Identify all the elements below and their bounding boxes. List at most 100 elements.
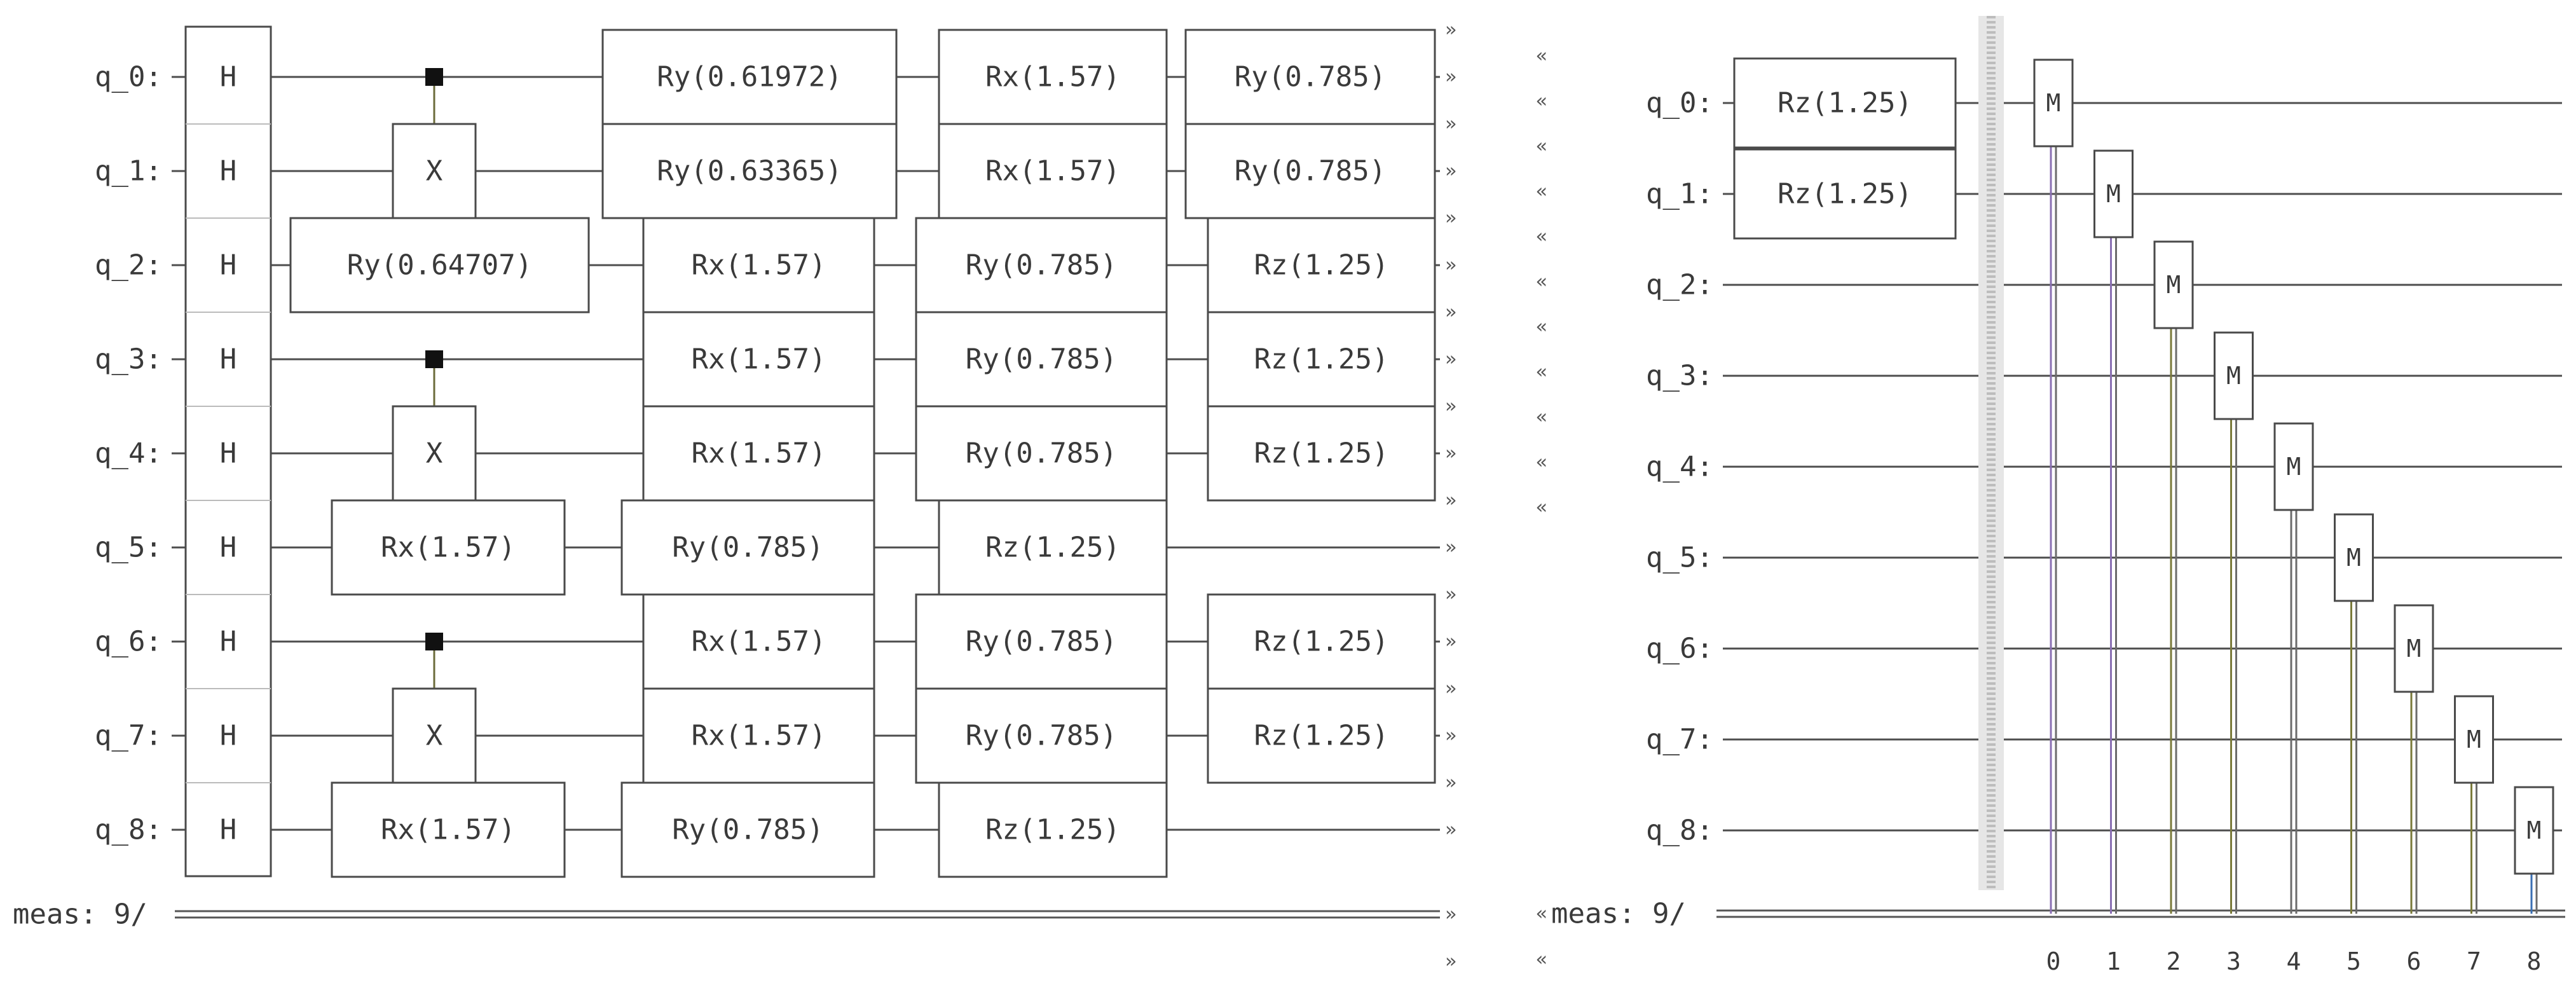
wire-continue-arrow: « (1536, 361, 1547, 383)
qubit-label: q_8: (95, 814, 162, 846)
wire-continue-arrow: » (1445, 725, 1456, 747)
qubit-label: q_6: (1646, 633, 1713, 665)
wire-continue-arrow: » (1445, 904, 1456, 926)
qubit-label: q_3: (95, 343, 162, 376)
wire-continue-arrow: » (1445, 951, 1456, 973)
qubit-label: q_4: (95, 437, 162, 470)
wire-continue-arrow: » (1445, 207, 1456, 230)
rotation-gate-label: Rz(1.25) (1254, 720, 1389, 752)
rotation-gate-box (642, 593, 875, 690)
measure-gate: M (2287, 453, 2301, 481)
rotation-gate-box (620, 499, 875, 596)
wire-continue-arrow: » (1445, 631, 1456, 653)
wire-continue-arrow: » (1445, 584, 1456, 606)
rotation-gate-label: Rz(1.25) (1254, 249, 1389, 282)
classical-register-label: meas: 9/ (1551, 898, 1686, 930)
measure-gate-box (2334, 513, 2374, 602)
qubit-label: q_1: (95, 155, 162, 188)
rotation-gate-label: Rz(1.25) (1778, 178, 1912, 210)
wire-continue-arrow: » (1445, 490, 1456, 512)
hadamard-column-box (184, 25, 272, 877)
rotation-gate-label: Ry(0.785) (672, 814, 823, 846)
rotation-gate-box (642, 217, 875, 313)
rotation-gate-box (1184, 123, 1436, 219)
qubit-label: q_4: (1646, 451, 1713, 483)
rotation-gate-label: Ry(0.61972) (657, 61, 842, 93)
qubit-label: q_3: (1646, 360, 1713, 392)
wire-continue-arrow: » (1445, 819, 1456, 841)
measure-gate-box (2214, 331, 2254, 420)
rotation-gate-label: Ry(0.785) (672, 532, 823, 564)
wire-continue-arrow: « (1536, 135, 1547, 158)
rotation-gate-label: Ry(0.64707) (347, 249, 532, 282)
rotation-gate-label: Rx(1.57) (692, 249, 826, 282)
rotation-gate-label: Rx(1.57) (381, 532, 516, 564)
rotation-gate-box (915, 311, 1168, 408)
measure-gate: M (2226, 362, 2241, 390)
rotation-gate-label: Rx(1.57) (692, 343, 826, 376)
rotation-gate-label: Rz(1.25) (985, 814, 1120, 846)
wire-continue-arrow: « (1536, 949, 1547, 971)
cnot-target-gate: X (426, 720, 443, 752)
rotation-gate-box (1184, 29, 1436, 125)
wire-continue-arrow: » (1445, 301, 1456, 324)
rotation-gate-label: Rx(1.57) (381, 814, 516, 846)
wire-continue-arrow: « (1536, 45, 1547, 67)
rotation-gate-box (289, 217, 590, 313)
measure-gate-box (2033, 58, 2074, 148)
cnot-target-box (392, 123, 477, 219)
wire-continue-arrow: » (1445, 19, 1456, 41)
qubit-label: q_6: (95, 626, 162, 658)
rotation-gate-box (1207, 687, 1436, 784)
wire-continue-arrow: » (1445, 772, 1456, 794)
hadamard-gate: H (220, 343, 237, 376)
classical-bit-index: 7 (2467, 947, 2481, 975)
classical-bit-index: 4 (2287, 947, 2301, 975)
measure-gate-box (2153, 240, 2194, 329)
rotation-gate-box (1207, 405, 1436, 502)
rotation-gate-box (915, 405, 1168, 502)
wire-continue-arrow: » (1445, 537, 1456, 559)
measure-gate-box (2514, 786, 2554, 875)
rotation-gate-label: Ry(0.785) (1235, 155, 1386, 188)
qubit-label: q_0: (1646, 87, 1713, 120)
rotation-gate-label: Rx(1.57) (985, 155, 1120, 188)
rotation-gate-label: Rx(1.57) (985, 61, 1120, 93)
measure-gate: M (2106, 180, 2121, 208)
qubit-label: q_7: (1646, 724, 1713, 756)
classical-bit-index: 3 (2226, 947, 2241, 975)
hadamard-gate: H (220, 532, 237, 564)
classical-bit-index: 8 (2527, 947, 2542, 975)
qubit-label: q_1: (1646, 178, 1713, 210)
classical-bit-index: 5 (2346, 947, 2361, 975)
cnot-target-gate: X (426, 155, 443, 188)
qubit-label: q_7: (95, 720, 162, 752)
cnot-control-dot (425, 350, 443, 368)
wire-continue-arrow: « (1536, 497, 1547, 519)
wire-continue-arrow: « (1536, 316, 1547, 338)
rotation-gate-box (1733, 57, 1957, 149)
classical-bit-index: 1 (2106, 947, 2121, 975)
measure-gate: M (2046, 89, 2061, 117)
rotation-gate-label: Rz(1.25) (1778, 87, 1912, 120)
hadamard-gate: H (220, 155, 237, 188)
rotation-gate-box (642, 405, 875, 502)
wire-continue-arrow: « (1536, 903, 1547, 925)
rotation-gate-box (601, 29, 898, 125)
rotation-gate-label: Ry(0.785) (966, 249, 1117, 282)
hadamard-gate: H (220, 626, 237, 658)
measure-gate-box (2093, 149, 2134, 238)
wire-continue-arrow: » (1445, 254, 1456, 277)
wire-continue-arrow: » (1445, 443, 1456, 465)
hadamard-gate: H (220, 814, 237, 846)
rotation-gate-box (601, 123, 898, 219)
rotation-gate-box (938, 499, 1168, 596)
rotation-gate-label: Ry(0.785) (966, 437, 1117, 470)
measure-gate-box (2273, 422, 2314, 511)
rotation-gate-box (642, 311, 875, 408)
classical-register-label: meas: 9/ (13, 898, 147, 931)
rotation-gate-box (331, 499, 566, 596)
rotation-gate-box (642, 687, 875, 784)
measure-gate: M (2346, 544, 2361, 572)
wire-continue-arrow: « (1536, 406, 1547, 429)
